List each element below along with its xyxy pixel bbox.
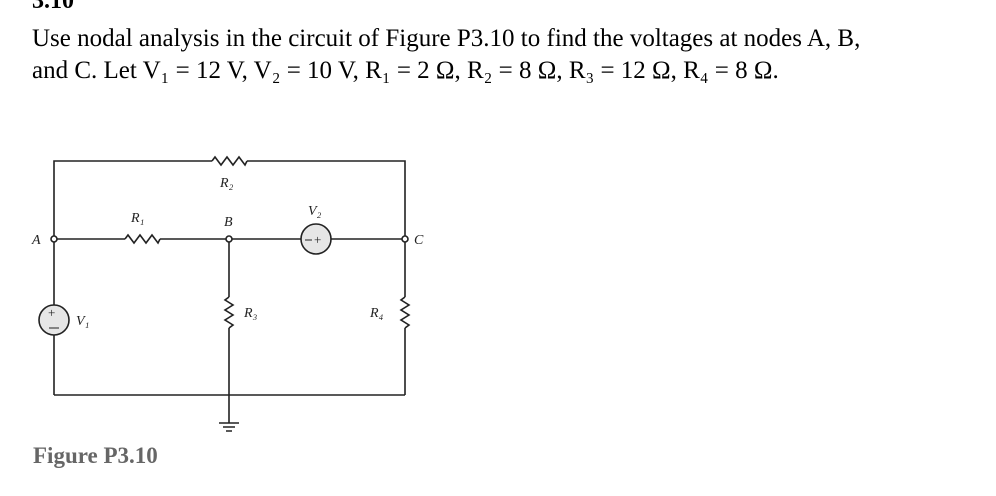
resistor-r1: [124, 233, 161, 245]
node-c: [401, 235, 409, 243]
problem-number: 3.10: [32, 0, 74, 14]
label-b: B: [224, 215, 233, 230]
ground-symbol: [219, 422, 239, 432]
voltage-source-v1: [38, 304, 70, 336]
figure-caption: Figure P3.10: [33, 443, 158, 468]
label-r1: R₁: [130, 211, 144, 226]
node-a: [50, 235, 58, 243]
label-r3: R₃: [243, 306, 258, 321]
resistor-r2: [211, 155, 248, 167]
voltage-source-v2: [300, 223, 332, 255]
label-v1: V₁: [76, 314, 89, 329]
svg-text:+: +: [314, 232, 321, 247]
label-a: A: [31, 233, 41, 248]
wire-top: [53, 160, 406, 239]
problem-text-line-2: and C. Let V₁ = 12 V, V₂ = 10 V, R₁ = 2 …: [32, 57, 779, 84]
label-c: C: [414, 233, 424, 248]
resistor-r3: [223, 296, 235, 329]
label-r4: R₄: [369, 306, 384, 321]
node-b: [225, 235, 233, 243]
label-v2: V₂: [308, 204, 322, 219]
resistor-r4: [399, 296, 411, 329]
label-r2: R₂: [219, 176, 234, 191]
svg-text:+: +: [48, 305, 55, 320]
problem-text-line-1: Use nodal analysis in the circuit of Fig…: [32, 25, 861, 52]
